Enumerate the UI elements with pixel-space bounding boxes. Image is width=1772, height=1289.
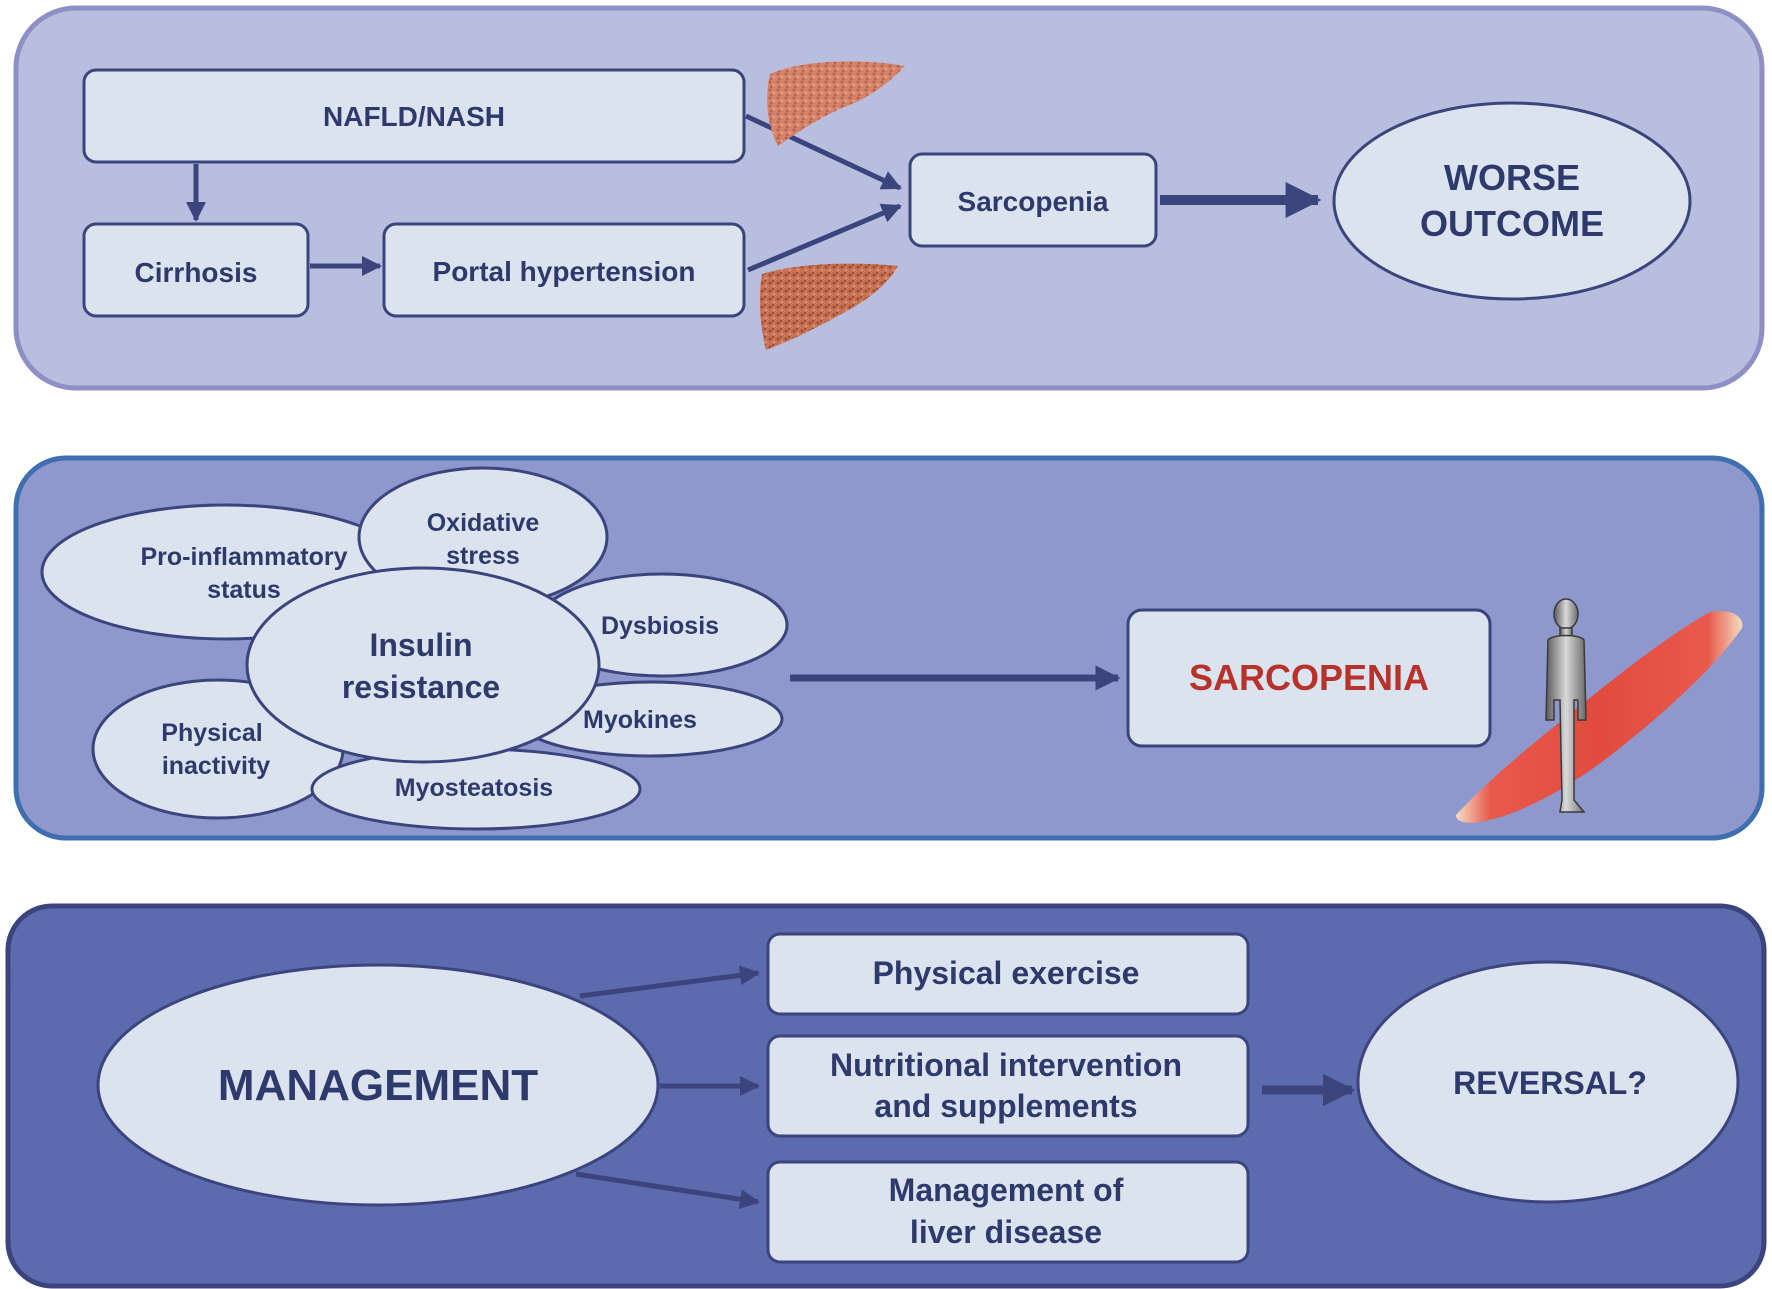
pro-inflammatory-label-line1: Pro-inflammatory <box>141 543 348 571</box>
arrow-management-to-exercise <box>579 965 760 999</box>
myosteatosis-label: Myosteatosis <box>395 774 553 802</box>
liver-management-label-line2: liver disease <box>910 1214 1102 1250</box>
liver-icon <box>759 263 898 350</box>
portal-hypertension-label: Portal hypertension <box>433 256 696 287</box>
management-ellipse <box>96 963 660 1207</box>
sarcopenia-label: Sarcopenia <box>958 186 1109 217</box>
liver-icon <box>767 61 905 147</box>
nafld-nash-label: NAFLD/NASH <box>323 101 505 132</box>
insulin-resistance-label-line2: resistance <box>342 669 500 705</box>
liver-management-label-line1: Management of <box>889 1172 1124 1208</box>
arrow-portal-to-sarcopenia <box>747 203 902 273</box>
panel-pathogenesis: NAFLD/NASH Cirrhosis Portal hypertension… <box>13 5 1765 391</box>
insulin-resistance-ellipse <box>245 566 601 764</box>
sarcopenia-caps-box <box>1126 608 1492 748</box>
oxidative-stress-label-line2: stress <box>446 542 520 570</box>
physical-inactivity-label-line1: Physical <box>161 719 262 747</box>
management-label: MANAGEMENT <box>218 1061 538 1110</box>
reversal-ellipse <box>1356 960 1740 1204</box>
pro-inflammatory-label-line2: status <box>207 576 281 604</box>
sarcopenia-caps-label: SARCOPENIA <box>1189 657 1429 698</box>
insulin-resistance-label-line1: Insulin <box>369 627 472 663</box>
worse-outcome-ellipse <box>1332 101 1692 301</box>
liver-management-box <box>766 1160 1250 1264</box>
muscle-icon <box>1456 610 1743 823</box>
worse-outcome-label-line2: OUTCOME <box>1420 203 1604 244</box>
worse-outcome-label-line1: WORSE <box>1444 157 1580 198</box>
reversal-label: REVERSAL? <box>1453 1065 1647 1101</box>
sarcopenia-box <box>908 152 1158 248</box>
myokines-label: Myokines <box>583 706 697 734</box>
physical-exercise-box <box>766 932 1250 1016</box>
portal-hypertension-box <box>382 222 746 318</box>
panel-management: MANAGEMENT Physical exercise Nutritional… <box>5 903 1767 1289</box>
panel-mechanisms: Pro-inflammatory status Oxidative stress… <box>13 455 1765 841</box>
nutritional-intervention-box <box>766 1034 1250 1138</box>
oxidative-stress-label-line1: Oxidative <box>427 509 540 537</box>
physical-exercise-label: Physical exercise <box>873 955 1140 991</box>
nafld-nash-box <box>82 68 746 164</box>
nutritional-intervention-label-line1: Nutritional intervention <box>830 1047 1182 1083</box>
arrow-management-to-liver <box>575 1171 760 1210</box>
physical-inactivity-label-line2: inactivity <box>162 752 270 780</box>
cirrhosis-label: Cirrhosis <box>135 257 258 288</box>
nutritional-intervention-label-line2: and supplements <box>874 1088 1137 1124</box>
human-figure-icon <box>1545 598 1587 813</box>
cirrhosis-box <box>82 222 310 318</box>
dysbiosis-label: Dysbiosis <box>601 612 719 640</box>
